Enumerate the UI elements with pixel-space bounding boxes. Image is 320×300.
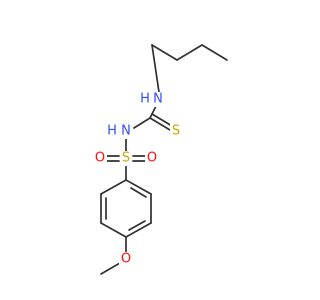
molecule-structure: N H N H S S O O O: [94, 44, 228, 275]
o-ether-label: O: [121, 252, 131, 267]
atom-o-left: O: [94, 151, 107, 166]
bond-butyl-2: [176, 44, 203, 61]
bond-c-n-mid: [133, 117, 151, 129]
ring-inner-1: [130, 187, 147, 198]
ring-bond-1: [125, 179, 152, 195]
h-mid-label: H: [107, 124, 117, 139]
n-mid-label: N: [121, 124, 131, 139]
atom-o-ether: O: [119, 252, 132, 267]
bond-butyl-1: [201, 44, 228, 61]
atom-h-top: H: [139, 92, 151, 107]
s-thio-label: S: [172, 124, 180, 139]
bond-o-methyl: [100, 262, 121, 275]
o-right-label: O: [147, 151, 157, 166]
ring-inner-2: [128, 220, 146, 231]
ring-bond-3: [125, 222, 152, 238]
n-top-label: N: [153, 92, 163, 107]
s-sulf-label: S: [122, 151, 130, 166]
ring-bond-4: [100, 222, 127, 238]
bond-butyl-3: [151, 44, 178, 61]
h-top-label: H: [140, 92, 150, 107]
atom-o-right: O: [145, 151, 158, 166]
atom-s-thio: S: [170, 124, 182, 139]
atom-n-top: N: [152, 92, 165, 107]
bond-chain-to-n: [151, 44, 161, 100]
bond-c-s-thio-1: [149, 117, 171, 131]
ring-bond-6: [100, 179, 127, 195]
o-left-label: O: [95, 151, 105, 166]
bond-c-s-thio-2: [151, 113, 173, 127]
atom-h-mid: H: [106, 124, 118, 139]
atom-n-mid: N: [120, 124, 133, 139]
atom-s-sulf: S: [120, 151, 132, 166]
